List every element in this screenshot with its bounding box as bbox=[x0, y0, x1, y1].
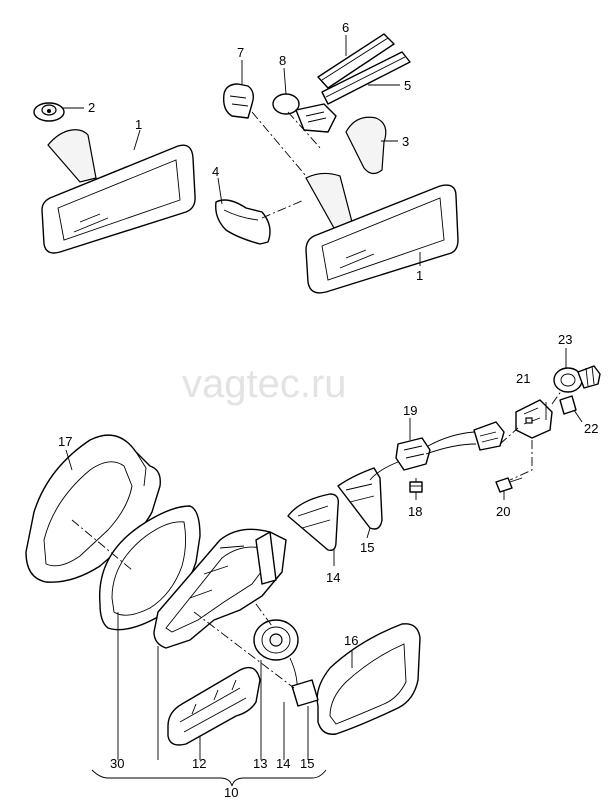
motor-connector bbox=[255, 531, 277, 585]
label-part-5: 5 bbox=[404, 78, 411, 93]
gasket bbox=[287, 493, 340, 552]
label-part-4: 4 bbox=[212, 164, 219, 179]
watermark: vagtec.ru bbox=[182, 362, 347, 406]
adjustment-motor bbox=[253, 619, 313, 703]
wiring-harness bbox=[369, 421, 505, 481]
glass-reflection-left bbox=[73, 213, 109, 233]
lower-cover bbox=[167, 666, 261, 746]
harness-plug bbox=[473, 421, 505, 451]
assembly-line-lower-4 bbox=[509, 440, 533, 481]
cover-strip-6 bbox=[317, 33, 395, 89]
assembly-line-lower-3 bbox=[255, 603, 273, 627]
assembly-line-upper-2 bbox=[287, 111, 323, 151]
mirror-housing-left bbox=[41, 144, 196, 254]
label-part-22: 22 bbox=[584, 421, 598, 436]
label-part-18: 18 bbox=[408, 504, 422, 519]
assembly-line-lower-1 bbox=[71, 519, 133, 571]
label-part-12: 12 bbox=[192, 756, 206, 771]
mirror-cover bbox=[215, 199, 271, 245]
label-part-13: 13 bbox=[253, 756, 267, 771]
label-part-15-upper: 15 bbox=[360, 540, 374, 555]
label-part-2: 2 bbox=[88, 100, 95, 115]
label-part-30: 30 bbox=[110, 756, 124, 771]
cover-strip-5 bbox=[321, 51, 411, 105]
label-part-14-upper: 14 bbox=[326, 570, 340, 585]
assembly-line-upper-3 bbox=[261, 199, 305, 219]
assembly-line-lower-2 bbox=[193, 611, 295, 689]
rain-light-sensor bbox=[272, 93, 337, 133]
label-part-17: 17 bbox=[58, 434, 72, 449]
sensor-clip bbox=[222, 83, 255, 119]
mirror-base-cover bbox=[345, 116, 387, 175]
part-number-labels: 1 2 3 4 5 6 7 8 1 17 19 23 21 22 18 20 1… bbox=[58, 20, 598, 800]
interior-mirror-right bbox=[305, 172, 459, 294]
mirror-mounting-frame bbox=[153, 528, 287, 649]
assembly-line-lower-6 bbox=[499, 427, 519, 445]
label-part-15-lower: 15 bbox=[300, 756, 314, 771]
assembly-line-upper-1 bbox=[251, 111, 307, 177]
mirror-mount-arm-left bbox=[47, 129, 97, 183]
label-part-19: 19 bbox=[403, 403, 417, 418]
exterior-mirror-glass bbox=[291, 623, 421, 735]
leader-lines bbox=[63, 35, 583, 787]
interior-mirror-left bbox=[41, 129, 196, 254]
label-part-21: 21 bbox=[516, 371, 530, 386]
connector-19 bbox=[395, 437, 431, 471]
clip-22 bbox=[559, 395, 577, 415]
label-part-23: 23 bbox=[558, 332, 572, 347]
label-part-8: 8 bbox=[279, 53, 286, 68]
label-part-16: 16 bbox=[344, 633, 358, 648]
label-part-20: 20 bbox=[496, 504, 510, 519]
label-part-1-left: 1 bbox=[135, 117, 142, 132]
assembly-line-lower-5 bbox=[551, 389, 563, 405]
screw-20 bbox=[495, 477, 523, 493]
label-part-10: 10 bbox=[224, 785, 238, 800]
exterior-mirror-housing bbox=[25, 434, 161, 583]
mirror-glass-right bbox=[321, 197, 445, 281]
bracket-21 bbox=[515, 399, 553, 439]
screw-18 bbox=[409, 478, 423, 493]
label-part-7: 7 bbox=[237, 45, 244, 60]
cover-cap bbox=[33, 102, 65, 122]
label-part-6: 6 bbox=[342, 20, 349, 35]
label-part-1-right: 1 bbox=[416, 268, 423, 283]
mirror-triangle-cover bbox=[337, 467, 383, 530]
mirror-glass-left bbox=[57, 159, 181, 241]
glass-connector bbox=[291, 679, 319, 707]
label-part-14-lower: 14 bbox=[276, 756, 290, 771]
label-part-3: 3 bbox=[402, 134, 409, 149]
bulb-socket-23 bbox=[553, 365, 601, 393]
